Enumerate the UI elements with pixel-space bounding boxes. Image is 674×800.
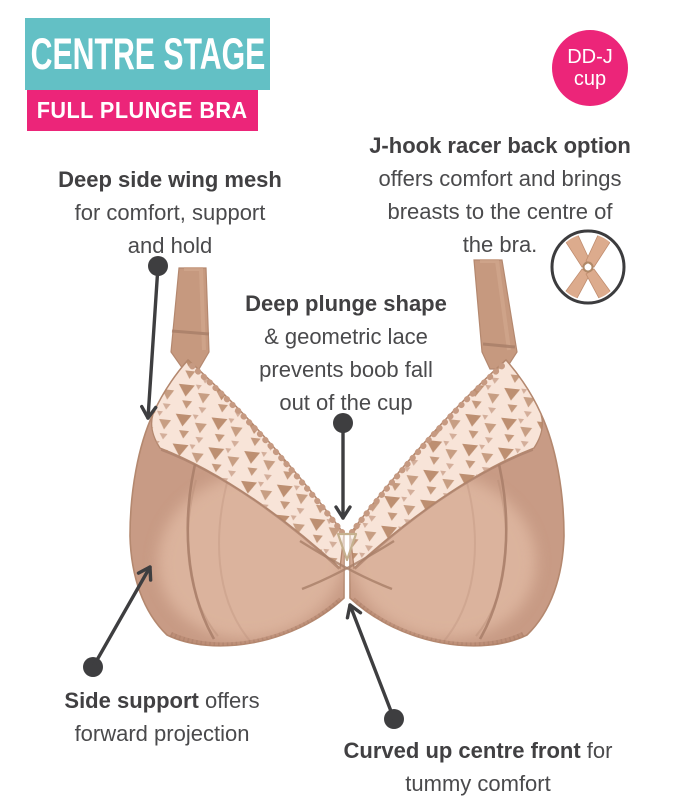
annotation-heading-suffix: for (580, 738, 613, 763)
cup-size-word: cup (573, 68, 607, 90)
annotation-line: forward projection (74, 721, 250, 746)
cup-size-range: DD-J (567, 45, 613, 68)
annotation-line: and hold (127, 233, 213, 258)
cup-size-badge: DD-J cup (552, 30, 628, 106)
annotation-line: the bra. (462, 232, 538, 257)
annotation-j-hook: J-hook racer back option offers comfort … (335, 129, 665, 261)
annotation-line: for comfort, support (74, 200, 266, 225)
series-banner: CENTRE STAGE (25, 18, 270, 90)
annotation-heading: Deep plunge shape (245, 291, 447, 316)
annotation-side-support: Side support offers forward projection (22, 684, 302, 750)
side-support-seam (186, 451, 216, 640)
product-title: FULL PLUNGE BRA (37, 97, 248, 123)
annotation-heading-suffix: offers (198, 688, 260, 713)
arrow-deep-plunge (333, 413, 353, 520)
product-banner: FULL PLUNGE BRA (27, 90, 258, 131)
annotation-line: offers comfort and brings (378, 166, 622, 191)
arrow-side-support (83, 565, 153, 677)
annotation-line: prevents boob fall (259, 357, 433, 382)
arrow-side-wing (140, 256, 168, 420)
annotation-line: breasts to the centre of (387, 199, 613, 224)
annotation-heading: Deep side wing mesh (58, 167, 282, 192)
annotation-line: out of the cup (279, 390, 413, 415)
annotation-heading: Side support (64, 688, 199, 713)
geometric-lace-panels (151, 359, 543, 570)
annotation-line: & geometric lace (264, 324, 428, 349)
annotation-side-wing-mesh: Deep side wing mesh for comfort, support… (15, 163, 325, 262)
centre-gore (299, 532, 395, 591)
annotation-centre-front: Curved up centre front for tummy comfort (317, 734, 639, 800)
arrow-centre-front (345, 603, 404, 729)
annotation-deep-plunge: Deep plunge shape & geometric lace preve… (213, 287, 479, 419)
annotation-line: tummy comfort (405, 771, 551, 796)
gore-charm (336, 532, 358, 562)
bra-straps (170, 259, 518, 370)
annotation-heading: Curved up centre front (343, 738, 581, 763)
side-support-seam (478, 451, 508, 640)
series-title: CENTRE STAGE (30, 28, 265, 79)
annotation-heading: J-hook racer back option (369, 133, 631, 158)
